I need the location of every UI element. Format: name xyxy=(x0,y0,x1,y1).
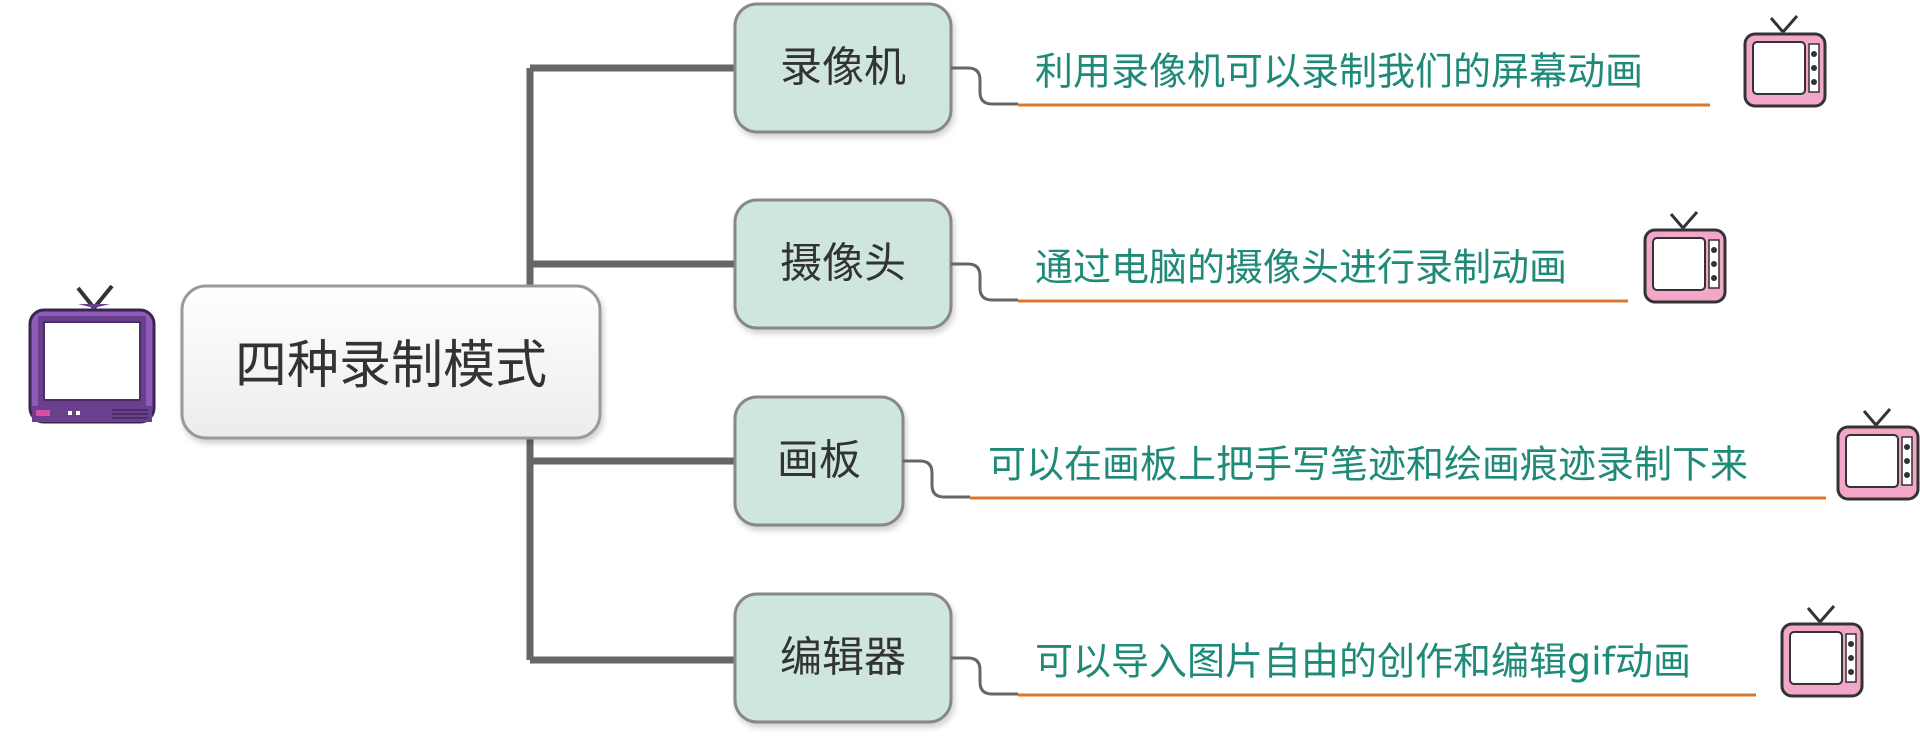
description-text-recorder: 利用录像机可以录制我们的屏幕动画 xyxy=(1035,50,1643,94)
branch-tv-icon-recorder xyxy=(1743,15,1827,108)
branch-label-drawing-board: 画板 xyxy=(777,436,861,485)
branch-description-webcam: 通过电脑的摄像头进行录制动画 xyxy=(951,246,1628,303)
branch-node-webcam: 摄像头 xyxy=(733,198,953,330)
root-title: 四种录制模式 xyxy=(235,336,547,396)
description-text-editor: 可以导入图片自由的创作和编辑gif动画 xyxy=(1035,640,1691,684)
branch-label-editor: 编辑器 xyxy=(780,633,906,682)
branch-tv-icon-editor xyxy=(1780,605,1864,698)
branch-description-editor: 可以导入图片自由的创作和编辑gif动画 xyxy=(951,640,1756,697)
description-text-drawing-board: 可以在画板上把手写笔迹和绘画痕迹录制下来 xyxy=(988,443,1748,487)
branch-label-recorder: 录像机 xyxy=(780,43,906,92)
root-tv-icon xyxy=(28,284,156,424)
branch-tv-icon-drawing-board xyxy=(1836,408,1920,501)
branch-description-recorder: 利用录像机可以录制我们的屏幕动画 xyxy=(951,50,1710,107)
branch-node-drawing-board: 画板 xyxy=(733,395,905,527)
description-text-webcam: 通过电脑的摄像头进行录制动画 xyxy=(1035,246,1567,290)
root-node: 四种录制模式 xyxy=(180,284,602,440)
branch-description-drawing-board: 可以在画板上把手写笔迹和绘画痕迹录制下来 xyxy=(903,443,1826,500)
branch-tv-icon-webcam xyxy=(1643,211,1727,304)
branch-node-recorder: 录像机 xyxy=(733,2,953,134)
branch-label-webcam: 摄像头 xyxy=(780,239,906,288)
branch-node-editor: 编辑器 xyxy=(733,592,953,724)
